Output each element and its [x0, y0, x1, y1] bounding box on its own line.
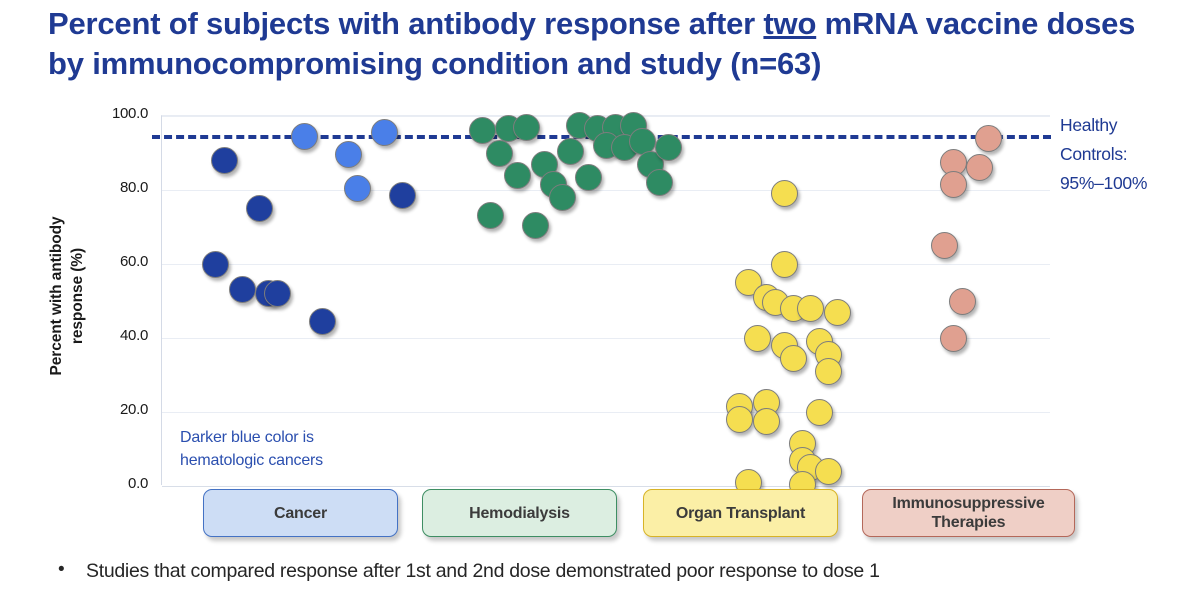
title-underlined-word: two — [763, 6, 817, 41]
healthy-controls-line1: Healthy — [1060, 115, 1118, 135]
data-point — [468, 117, 496, 145]
scatter-chart: Percent with antibody response (%) Darke… — [0, 100, 1200, 500]
hematologic-color-note: Darker blue color is hematologic cancers — [180, 426, 323, 472]
plot-area: Darker blue color is hematologic cancers — [152, 111, 1051, 498]
footer-bullet: • Studies that compared response after 1s… — [58, 559, 1186, 583]
data-point — [797, 294, 825, 322]
title-line1-pre: Percent of subjects with antibody respon… — [48, 6, 764, 41]
data-point — [201, 250, 229, 278]
data-point — [228, 276, 256, 304]
data-point — [744, 324, 772, 352]
healthy-controls-line2: Controls: — [1060, 144, 1128, 164]
title-line2: doses by immunocompromising condition an… — [48, 6, 1136, 81]
data-point — [735, 269, 763, 296]
data-point — [646, 169, 674, 197]
data-point — [575, 163, 603, 191]
data-point — [655, 133, 683, 161]
data-point — [335, 141, 363, 169]
y-tick-label: 100.0 — [111, 105, 148, 122]
data-point — [930, 232, 958, 259]
data-point — [726, 405, 754, 433]
data-point — [548, 183, 576, 211]
category-box-cancer[interactable]: Cancer — [203, 489, 398, 537]
data-point — [512, 113, 540, 141]
gridline — [162, 486, 1050, 487]
title-line1-post: mRNA vaccine — [816, 6, 1039, 41]
data-point — [504, 161, 532, 189]
data-point — [966, 154, 994, 182]
y-tick-label: 0.0 — [128, 475, 148, 492]
data-point — [815, 457, 843, 485]
category-box-hemodialysis[interactable]: Hemodialysis — [422, 489, 617, 537]
healthy-controls-annotation: Healthy Controls: 95%–100% — [1060, 111, 1200, 198]
y-tick-label: 80.0 — [120, 179, 148, 196]
hematologic-note-line1: Darker blue color is — [180, 429, 314, 446]
bullet-text: Studies that compared response after 1st… — [86, 560, 880, 582]
gridline — [162, 264, 1050, 265]
y-tick-label: 20.0 — [120, 401, 148, 418]
gridline — [162, 338, 1050, 339]
data-point — [939, 170, 967, 198]
data-point — [521, 211, 549, 239]
data-point — [264, 280, 292, 308]
y-axis-label: Percent with antibody response (%) — [48, 216, 86, 376]
data-point — [557, 137, 585, 165]
data-point — [770, 180, 798, 208]
healthy-controls-line3: 95%–100% — [1060, 173, 1148, 193]
data-point — [486, 139, 514, 167]
data-point — [477, 202, 505, 230]
gridline — [162, 190, 1050, 191]
data-point — [753, 407, 781, 435]
y-tick-label: 60.0 — [120, 253, 148, 270]
data-point — [344, 174, 372, 202]
data-point — [815, 357, 843, 385]
category-box-immunosuppressive-therapies[interactable]: Immunosuppressive Therapies — [862, 489, 1075, 537]
data-point — [308, 307, 336, 335]
data-point — [388, 182, 416, 210]
category-box-organ-transplant[interactable]: Organ Transplant — [643, 489, 838, 537]
data-point — [779, 344, 807, 372]
hematologic-note-line2: hematologic cancers — [180, 452, 323, 469]
data-point — [246, 195, 274, 222]
data-point — [948, 287, 976, 315]
data-point — [824, 298, 852, 326]
data-point — [210, 146, 238, 174]
page-title: Percent of subjects with antibody respon… — [48, 4, 1178, 84]
data-point — [290, 122, 318, 150]
bullet-marker: • — [58, 559, 65, 580]
category-legend-boxes: Cancer Hemodialysis Organ Transplant Immuno… — [0, 489, 1200, 547]
data-point — [975, 124, 1003, 152]
data-point — [806, 398, 834, 426]
y-tick-label: 40.0 — [120, 327, 148, 344]
data-point — [939, 324, 967, 352]
data-point — [770, 250, 798, 278]
gridline — [162, 412, 1050, 413]
data-point — [370, 119, 398, 147]
